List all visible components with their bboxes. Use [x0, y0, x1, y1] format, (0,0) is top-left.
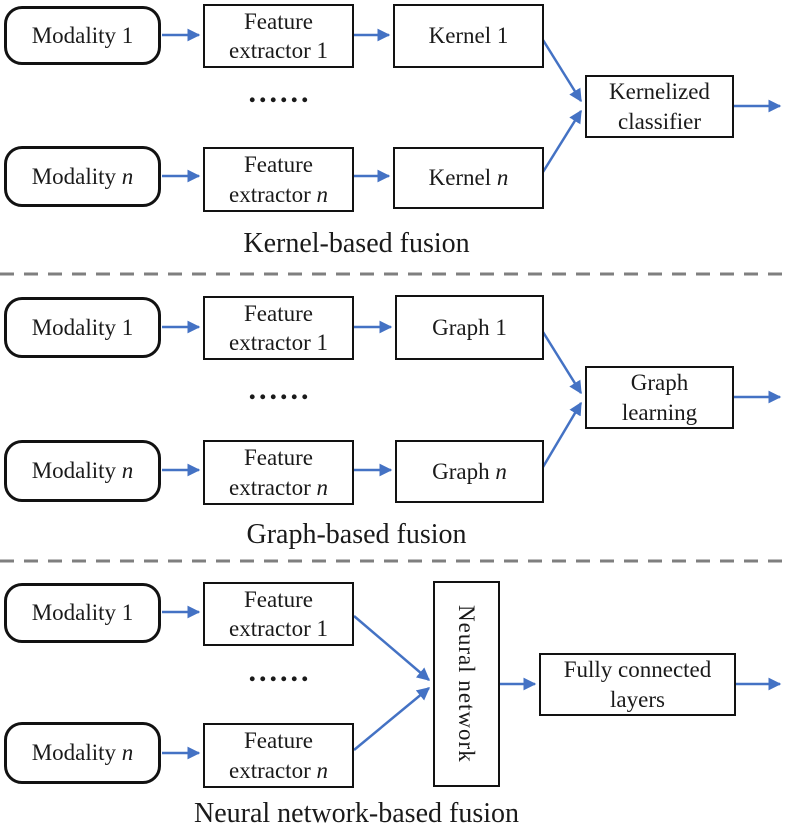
modality-1-node: Modality 1: [4, 6, 161, 65]
node-label: Kernelized classifier: [609, 79, 710, 134]
fully-connected-layers-node: Fully connected layers: [539, 653, 736, 716]
node-label: Graph n: [432, 458, 507, 484]
feature-extractor-n-node: Feature extractor n: [203, 440, 354, 505]
ellipsis: ......: [248, 76, 312, 109]
ellipsis: ......: [248, 655, 312, 688]
node-label: Feature extractor n: [229, 445, 328, 500]
node-label: Modality 1: [31, 314, 134, 340]
feature-extractor-1-node: Feature extractor 1: [203, 582, 354, 646]
arrow-line: [353, 615, 430, 681]
kernelized-classifier-node: Kernelized classifier: [585, 75, 734, 138]
node-label: Feature extractor n: [229, 152, 328, 207]
arrow-line: [541, 331, 583, 395]
node-label: Fully connected layers: [563, 657, 712, 712]
modality-1-node: Modality 1: [4, 297, 161, 358]
feature-extractor-n-node: Feature extractor n: [203, 147, 354, 212]
node-label: Graph 1: [432, 314, 507, 340]
arrow-line: [541, 109, 583, 173]
node-label: Graph learning: [621, 370, 698, 425]
arrow-line: [353, 687, 431, 751]
node-label: Modality 1: [31, 600, 134, 626]
feature-extractor-n-node: Feature extractor n: [203, 723, 354, 788]
modality-n-node: Modality n: [4, 722, 161, 784]
node-label: Feature extractor n: [229, 728, 328, 783]
section-caption: Graph-based fusion: [246, 519, 467, 550]
section-caption: Neural network-based fusion: [193, 798, 519, 829]
neural-network-node: Neural network: [433, 581, 500, 787]
section-separators: [0, 272, 789, 563]
ellipsis: ......: [248, 373, 312, 406]
node-label: Feature extractor 1: [229, 300, 328, 355]
node-label: Feature extractor 1: [229, 8, 328, 63]
arrow-line: [541, 401, 583, 468]
graph-n-node: Graph n: [395, 440, 544, 503]
graph-1-node: Graph 1: [395, 295, 544, 360]
node-label: Modality n: [31, 458, 134, 484]
node-label: Modality n: [31, 163, 134, 189]
feature-extractor-1-node: Feature extractor 1: [203, 4, 354, 68]
modality-n-node: Modality n: [4, 146, 161, 207]
kernel-n-node: Kernel n: [393, 147, 544, 209]
node-label: Feature extractor 1: [229, 586, 328, 641]
kernel-1-node: Kernel 1: [393, 4, 544, 68]
arrow-lines: [162, 28, 782, 760]
node-label: Modality n: [31, 740, 134, 766]
graph-learning-node: Graph learning: [585, 366, 734, 429]
arrow-line: [541, 39, 583, 103]
node-label: Kernel n: [428, 165, 509, 191]
node-label: Kernel 1: [428, 23, 509, 49]
node-label: Neural network: [454, 605, 480, 763]
node-label: Modality 1: [31, 22, 134, 48]
modality-n-node: Modality n: [4, 440, 161, 502]
modality-1-node: Modality 1: [4, 583, 161, 643]
feature-extractor-1-node: Feature extractor 1: [203, 296, 354, 360]
section-caption: Kernel-based fusion: [243, 228, 470, 259]
